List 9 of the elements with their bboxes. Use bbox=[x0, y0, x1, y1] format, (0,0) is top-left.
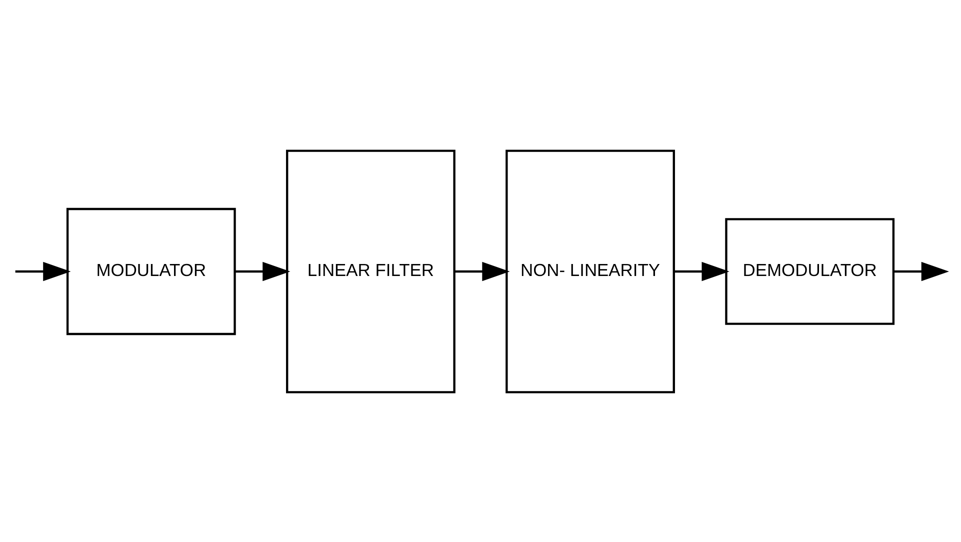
arrow bbox=[894, 261, 950, 281]
arrow bbox=[454, 261, 510, 281]
node-box: DEMODULATOR bbox=[725, 218, 895, 324]
arrow bbox=[235, 261, 290, 281]
arrow bbox=[674, 261, 730, 281]
arrow bbox=[15, 261, 71, 281]
node-box: NON- LINEARITY bbox=[506, 149, 675, 393]
node-box: LINEAR FILTER bbox=[286, 149, 456, 393]
node-box: MODULATOR bbox=[66, 207, 236, 335]
